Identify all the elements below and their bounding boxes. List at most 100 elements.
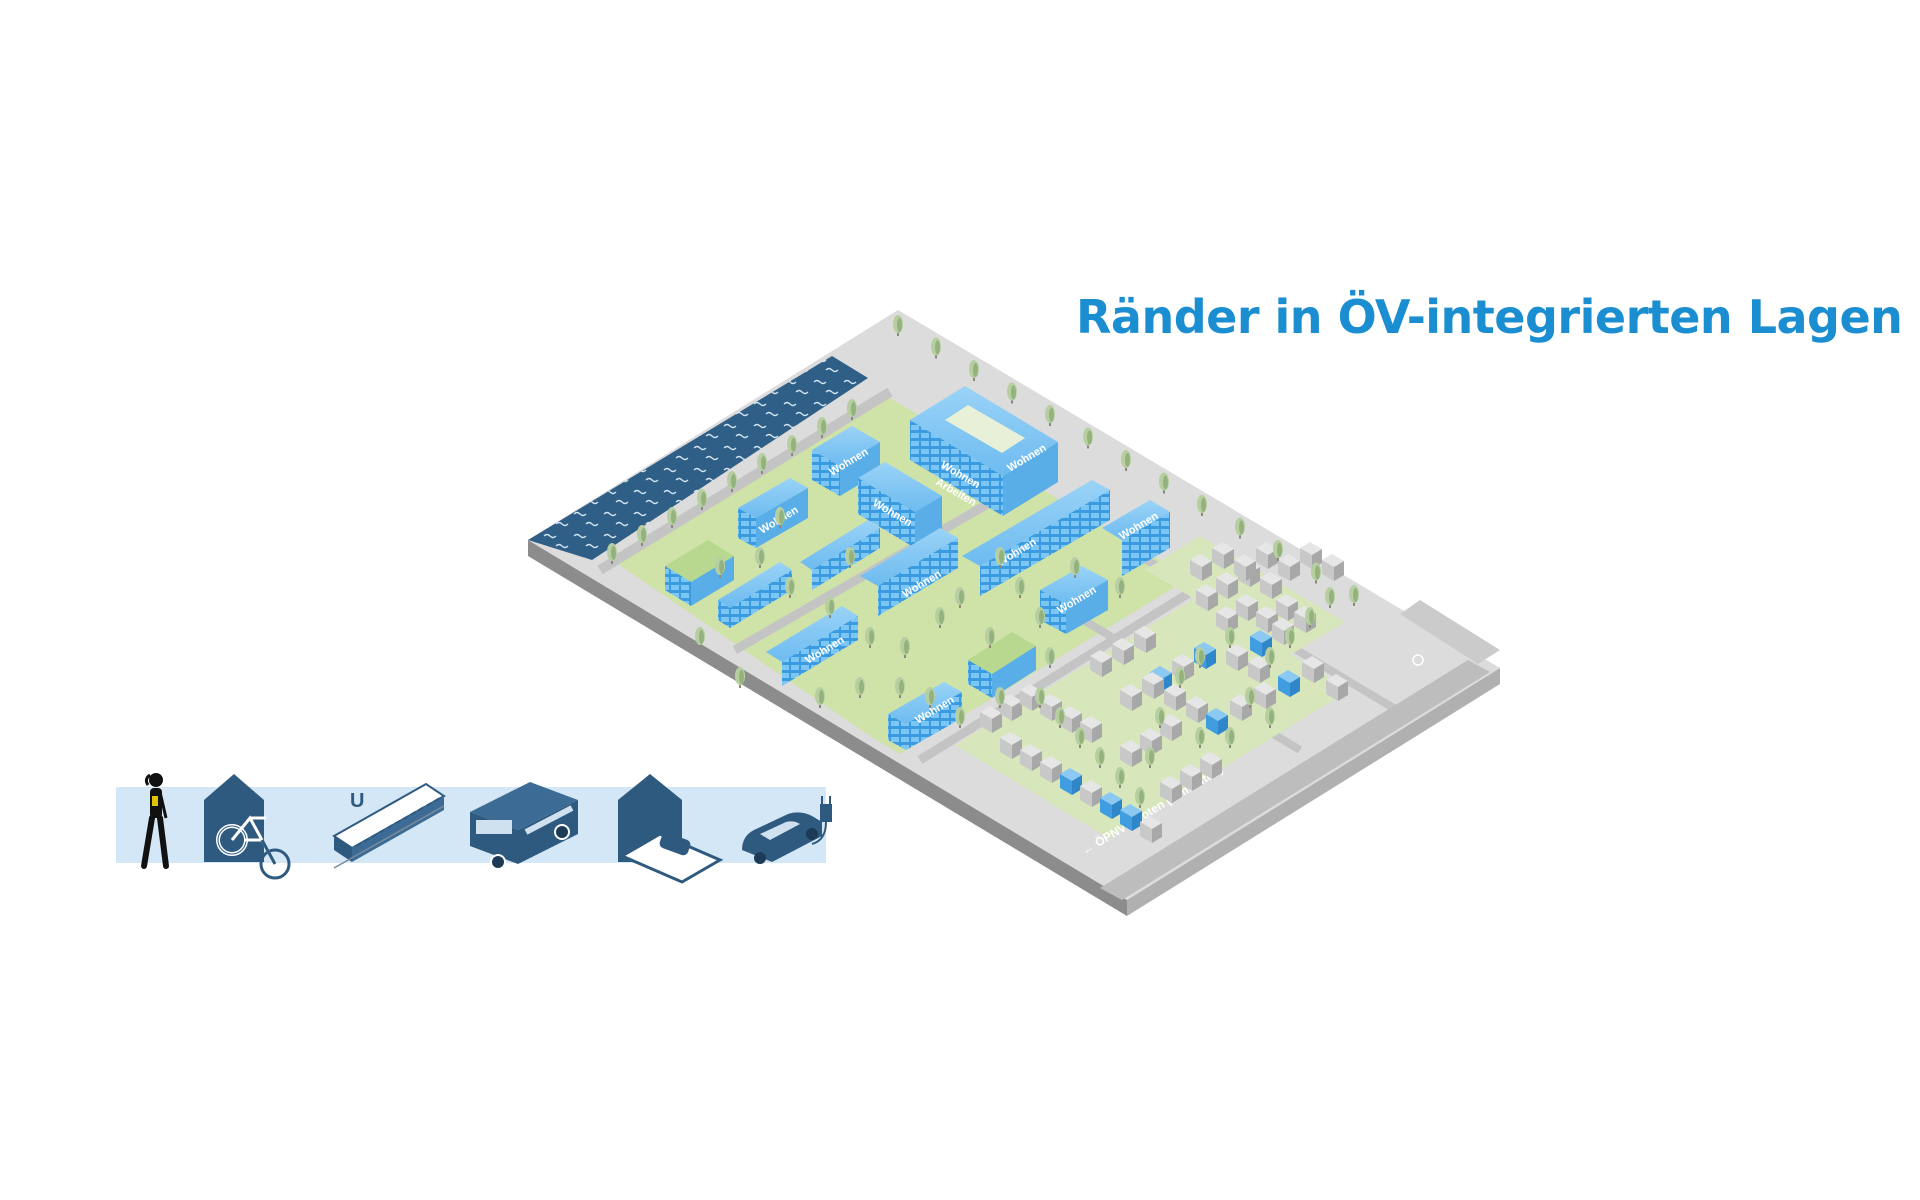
tree [1349, 585, 1359, 606]
small-house [1000, 694, 1022, 721]
small-house [1164, 684, 1186, 711]
building-block [718, 562, 792, 628]
tree [1135, 787, 1145, 808]
small-house [1206, 708, 1228, 735]
tree [1225, 727, 1235, 748]
small-house [1248, 656, 1270, 683]
tree [1075, 727, 1085, 748]
tree [1305, 607, 1315, 628]
tree [925, 687, 935, 708]
tree [1325, 587, 1335, 608]
building-block: Wohnen [888, 682, 962, 750]
tree [637, 525, 647, 546]
small-house [1060, 768, 1082, 795]
tree [995, 547, 1005, 568]
water-area [528, 356, 868, 560]
small-house [1230, 694, 1252, 721]
small-house [1260, 572, 1282, 599]
small-house [1216, 572, 1238, 599]
bike-garage-icon [204, 774, 291, 880]
tree [935, 607, 945, 628]
small-house [1196, 584, 1218, 611]
mobility-strip: U [116, 773, 832, 884]
small-house [1040, 756, 1062, 783]
small-house [1300, 542, 1322, 569]
bus-icon [470, 782, 578, 870]
residential-blocks: Wohnen Arbeiten Wohnen Wohnen Wohnen Woh… [665, 386, 1170, 750]
tree [787, 435, 797, 456]
tree [955, 587, 965, 608]
tree [900, 637, 910, 658]
tree [755, 547, 765, 568]
tree [955, 707, 965, 728]
building-block: Wohnen [766, 606, 858, 686]
tree [1197, 495, 1207, 516]
small-house [1100, 792, 1122, 819]
tree [1225, 627, 1235, 648]
small-house [1112, 638, 1134, 665]
small-house [1216, 606, 1238, 633]
small-house [1236, 594, 1258, 621]
page-title: Ränder in ÖV-integrierten Lagen [1076, 290, 1903, 344]
tree [969, 360, 979, 381]
small-house [1326, 674, 1348, 701]
tree [667, 507, 677, 528]
tree [865, 627, 875, 648]
small-house [1080, 780, 1102, 807]
subway-train-icon: U [332, 782, 446, 869]
building-block: Wohnen [812, 426, 880, 496]
tree [1195, 647, 1205, 668]
tree [1035, 687, 1045, 708]
electric-car-icon [742, 796, 832, 864]
small-house [1186, 696, 1208, 723]
pedestrian-icon [141, 773, 169, 869]
small-house [1234, 554, 1256, 581]
small-house [1134, 626, 1156, 653]
small-house [1322, 554, 1344, 581]
tree [1115, 767, 1125, 788]
small-houses [980, 542, 1348, 843]
tree [985, 627, 995, 648]
tree [1145, 747, 1155, 768]
small-house [1142, 672, 1164, 699]
tree [1245, 687, 1255, 708]
tree [817, 417, 827, 438]
trees [607, 315, 1359, 808]
tree [995, 687, 1005, 708]
tree [695, 627, 705, 648]
small-house [1256, 542, 1278, 569]
tree [1175, 667, 1185, 688]
small-house [1190, 554, 1212, 581]
small-house [1160, 714, 1182, 741]
small-house [1302, 656, 1324, 683]
tree [1007, 382, 1017, 404]
small-house [980, 706, 1002, 733]
tree [607, 543, 617, 564]
tree [1055, 707, 1065, 728]
small-house [1180, 764, 1202, 791]
building-block: Wohnen [1040, 566, 1108, 634]
carsharing-app-icon [618, 774, 724, 884]
tree [1083, 427, 1093, 449]
small-house [1120, 804, 1142, 831]
tree [1159, 472, 1169, 494]
tree [1285, 627, 1295, 648]
tree [931, 337, 941, 359]
small-house [1276, 594, 1298, 621]
tree [855, 677, 865, 698]
tree [735, 667, 745, 688]
tree [1195, 727, 1205, 748]
tree [1265, 707, 1275, 728]
building-block [968, 632, 1036, 698]
small-house [1140, 816, 1162, 843]
tree [1121, 450, 1131, 471]
tree [727, 471, 737, 492]
tree [757, 453, 767, 474]
tree [1265, 647, 1275, 668]
subway-letter: U [350, 790, 364, 812]
small-house [1200, 752, 1222, 779]
building-block: Wohnen [1102, 500, 1170, 576]
tree [715, 557, 725, 578]
tree [893, 315, 903, 336]
